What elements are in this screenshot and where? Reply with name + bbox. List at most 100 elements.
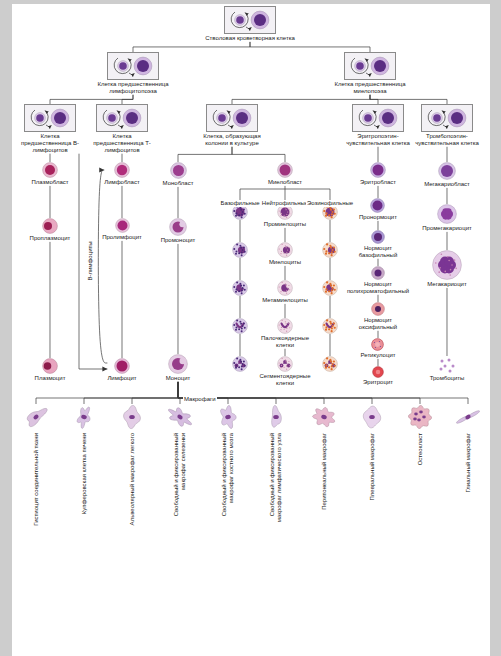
connector (446, 288, 447, 356)
node-label: Нормоцит оксифильный (346, 317, 410, 331)
connector (50, 95, 133, 104)
cell-picture (114, 358, 130, 374)
connector (178, 382, 324, 404)
granule (333, 322, 335, 324)
connector (36, 382, 178, 404)
erythrocyte-center (376, 370, 381, 375)
cytoplasm (433, 251, 462, 280)
cytoplasm (371, 163, 386, 178)
granule (454, 259, 456, 261)
granule (330, 323, 332, 325)
granule (285, 323, 286, 324)
connector (377, 359, 378, 366)
self-renewal-arrow (351, 58, 368, 74)
granule (241, 365, 243, 367)
connector (84, 382, 178, 404)
connector (446, 188, 447, 204)
cytoplasm (115, 359, 130, 374)
cell-picture (371, 338, 384, 351)
granule (323, 324, 325, 326)
node-label: Остеокласт (417, 433, 424, 543)
granule (323, 286, 325, 288)
node-label: Пронормоцит (359, 214, 397, 221)
granule (325, 364, 327, 366)
granule (451, 264, 453, 266)
cell-stage: Лимфобласт (104, 162, 139, 186)
edge-label-holder: В-лимфоциты (78, 241, 96, 282)
node-label: Глиальный макрофаг (465, 433, 472, 543)
granule (289, 365, 290, 366)
granule (238, 214, 240, 216)
connector (378, 186, 379, 198)
self-renewal-arrow (31, 110, 48, 126)
cytoplasm (355, 61, 366, 72)
granule (280, 329, 281, 330)
macrophage-type: Плевральный макрофаг (359, 404, 385, 543)
cytoplasm (323, 319, 338, 334)
granule (244, 251, 246, 253)
macrophage-body (221, 405, 237, 428)
nucleus (433, 114, 441, 122)
granule (334, 365, 336, 367)
granule (239, 321, 241, 323)
macrophage-nucleus (33, 414, 40, 421)
granule (280, 215, 281, 216)
cell-picture (42, 218, 58, 234)
granule (285, 283, 286, 284)
granule (241, 254, 243, 256)
granule (331, 330, 333, 332)
cell-stage: Эритробласт (360, 162, 396, 186)
granule (282, 320, 283, 321)
node-label: Мегакариобласт (424, 181, 470, 188)
nucleus-notch (241, 284, 245, 288)
granule (240, 285, 242, 287)
cytoplasm (323, 357, 338, 372)
macrophage-nucleus (321, 414, 328, 420)
granule (325, 288, 327, 290)
progenitor-box: Тромбопоэтин-чувствительная клетка (414, 104, 480, 147)
osteoclast-nucleus (414, 413, 418, 416)
granule (241, 216, 243, 218)
granule (279, 210, 280, 211)
nucleus (382, 112, 394, 124)
platelet (452, 365, 455, 368)
node-label: Плазмоцит (35, 375, 66, 382)
cytoplasm (43, 163, 58, 178)
cytoplasm (51, 109, 69, 127)
cell-stage: Нормоцит базофильный (346, 230, 410, 259)
cell-picture (42, 358, 58, 374)
cell-picture (455, 404, 481, 430)
macrophage-type: Глиальный макрофаг (455, 404, 481, 543)
cell-picture (432, 250, 462, 280)
node-label: Промиелоциты (264, 221, 306, 228)
granule (281, 289, 282, 290)
connector (232, 95, 370, 104)
macrophage-body (124, 405, 141, 428)
platelet (449, 370, 452, 373)
cell-stage: Плазмобласт (31, 162, 68, 186)
cytoplasm (233, 243, 248, 258)
cell-picture (438, 162, 456, 180)
connector (133, 42, 250, 52)
granule (244, 365, 246, 367)
connector (121, 186, 122, 218)
cell-stage: Лимфоцит (107, 358, 136, 382)
platelet (448, 359, 451, 362)
macrophage-type: Свободный и фиксированный макрофаг селез… (167, 404, 193, 543)
node-label: Лимфобласт (104, 179, 139, 186)
erythrocyte-body (373, 367, 384, 378)
granule (333, 246, 335, 248)
granule (243, 323, 245, 325)
granule (289, 251, 290, 252)
granule (449, 274, 451, 276)
macrophage-body (312, 407, 334, 426)
label-holder: Остеокласт (417, 433, 424, 543)
macrophage-type: Свободный и фиксированный макрофаг костн… (215, 404, 241, 543)
nucleus (364, 114, 372, 122)
cell-picture (215, 404, 241, 430)
granule (328, 328, 330, 330)
reticulum-dot (375, 347, 376, 348)
granule (281, 213, 282, 214)
connector (98, 170, 107, 363)
